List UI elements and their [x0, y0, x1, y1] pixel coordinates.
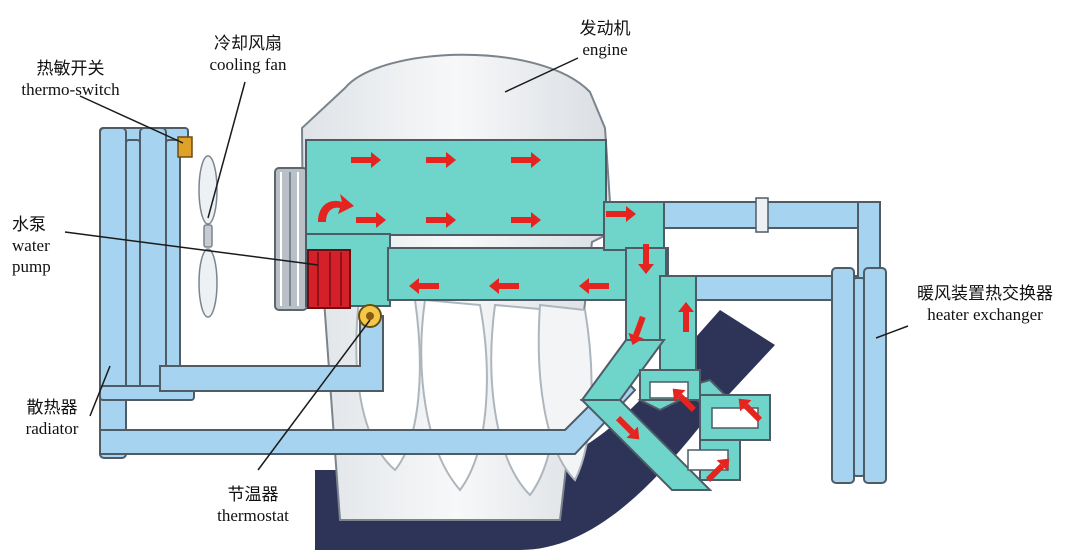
label-water-pump-en1: water [12, 236, 50, 255]
label-radiator-zh: 散热器 [26, 398, 78, 417]
label-cooling-fan: 冷却风扇 cooling fan [198, 33, 298, 75]
heater-exchanger [831, 267, 887, 484]
label-engine-zh: 发动机 [579, 19, 631, 38]
label-thermostat-en: thermostat [217, 506, 289, 525]
pulley [274, 167, 308, 311]
radiator [99, 127, 195, 459]
label-engine: 发动机 engine [570, 18, 640, 60]
label-radiator: 散热器 radiator [12, 397, 92, 439]
label-water-pump-zh: 水泵 [12, 215, 46, 234]
label-cooling-fan-en: cooling fan [209, 55, 287, 74]
thermostat [358, 304, 382, 328]
label-engine-en: engine [582, 40, 628, 59]
label-thermostat: 节温器 thermostat [198, 484, 308, 526]
cooling-fan [198, 155, 218, 318]
label-thermo-switch-zh: 热敏开关 [36, 59, 105, 78]
leader-lines [64, 57, 909, 471]
heater-hose-valve [755, 197, 769, 233]
label-water-pump: 水泵 water pump [12, 214, 72, 277]
label-thermo-switch: 热敏开关 thermo-switch [8, 58, 133, 100]
label-heater-exchanger-en: heater exchanger [927, 305, 1043, 324]
label-water-pump-en2: pump [12, 257, 51, 276]
label-radiator-en: radiator [25, 419, 79, 438]
label-heater-exchanger: 暖风装置热交换器 heater exchanger [895, 283, 1075, 325]
label-thermo-switch-en: thermo-switch [21, 80, 120, 99]
water-pump [307, 249, 351, 309]
coolant-flow-arrows [318, 152, 763, 483]
label-thermostat-zh: 节温器 [227, 485, 279, 504]
thermo-switch-sensor [177, 136, 193, 158]
label-heater-exchanger-zh: 暖风装置热交换器 [917, 284, 1053, 303]
label-cooling-fan-zh: 冷却风扇 [214, 34, 282, 53]
